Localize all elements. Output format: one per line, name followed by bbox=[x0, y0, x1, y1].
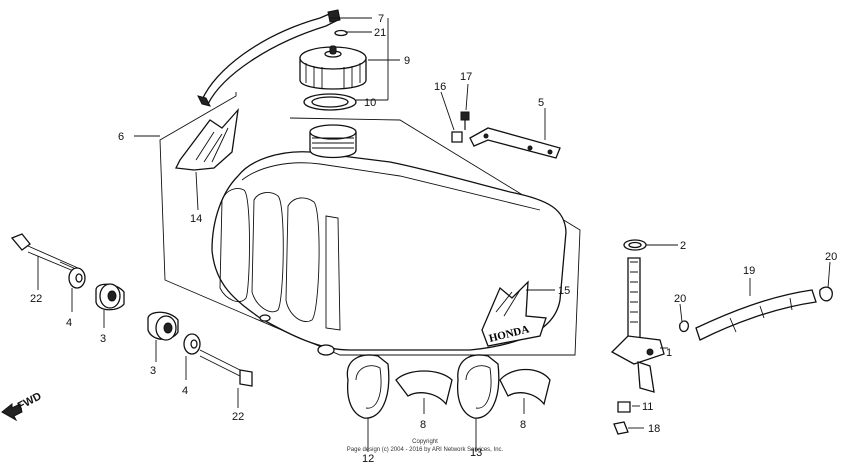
washer-11[interactable] bbox=[617, 401, 631, 413]
callout-20-left: 20 bbox=[674, 293, 686, 305]
callout-9: 9 bbox=[404, 55, 410, 67]
footer-line-2: Page design (c) 2004 - 2016 by ARI Netwo… bbox=[347, 447, 504, 453]
callout-17: 17 bbox=[460, 71, 472, 83]
callout-11: 11 bbox=[642, 401, 653, 413]
callout-15: 15 bbox=[558, 285, 570, 297]
callout-20-right: 20 bbox=[825, 251, 837, 263]
tank-assembly-outline bbox=[159, 92, 581, 356]
footer-line-1: Copyright bbox=[412, 439, 438, 445]
callout-8-left: 8 bbox=[420, 419, 426, 431]
callout-21: 21 bbox=[374, 27, 386, 39]
forward-direction-indicator: FWD bbox=[1, 390, 44, 422]
callout-18: 18 bbox=[648, 423, 660, 435]
callout-6: 6 bbox=[118, 131, 124, 143]
callout-7: 7 bbox=[378, 13, 384, 25]
callout-2: 2 bbox=[680, 240, 686, 252]
tank-bracket[interactable] bbox=[469, 127, 561, 159]
callout-13: 13 bbox=[470, 447, 482, 459]
cushion-3-right[interactable] bbox=[147, 311, 179, 341]
callout-10: 10 bbox=[364, 97, 376, 109]
callout-labels: 7 21 9 10 6 16 17 5 14 22 4 3 3 4 22 15 … bbox=[30, 13, 837, 465]
breather-hose[interactable] bbox=[197, 9, 341, 107]
callout-12: 12 bbox=[362, 453, 374, 465]
leader-lines bbox=[37, 17, 831, 429]
callout-16: 16 bbox=[434, 81, 446, 93]
hose-clip-20-left[interactable] bbox=[679, 320, 690, 333]
callout-5: 5 bbox=[538, 97, 544, 109]
callout-8-right: 8 bbox=[520, 419, 526, 431]
bolt-22-right[interactable] bbox=[199, 349, 253, 387]
o-ring-2[interactable] bbox=[623, 239, 647, 251]
side-emblem[interactable] bbox=[175, 107, 239, 171]
nut-16[interactable] bbox=[451, 131, 463, 143]
bolt-22-left[interactable] bbox=[10, 233, 79, 273]
fuel-hose[interactable] bbox=[695, 289, 817, 341]
band-13[interactable] bbox=[456, 354, 500, 452]
callout-3-right: 3 bbox=[150, 365, 156, 377]
hose-clip-20-right[interactable] bbox=[819, 286, 833, 302]
fuel-cap[interactable] bbox=[299, 45, 367, 90]
callout-4-right: 4 bbox=[182, 385, 188, 397]
forward-label: FWD bbox=[16, 390, 44, 412]
collar-4-right[interactable] bbox=[183, 333, 201, 355]
cap-gasket[interactable] bbox=[303, 93, 357, 111]
hose-clip[interactable] bbox=[334, 29, 348, 37]
pad-8-left[interactable] bbox=[395, 370, 453, 406]
collar-4-left[interactable] bbox=[68, 267, 86, 289]
forward-arrow-icon bbox=[1, 402, 23, 422]
callout-22-left: 22 bbox=[30, 293, 42, 305]
callout-19: 19 bbox=[743, 265, 755, 277]
callout-14: 14 bbox=[190, 213, 202, 225]
bolt-17[interactable] bbox=[460, 111, 470, 130]
fuel-valve[interactable] bbox=[610, 257, 665, 393]
screw-18[interactable] bbox=[613, 421, 629, 435]
callout-1: 1 bbox=[666, 347, 672, 359]
band-12[interactable] bbox=[346, 354, 390, 452]
pad-8-right[interactable] bbox=[499, 368, 551, 406]
copyright-footer: Copyright Page design (c) 2004 - 2016 by… bbox=[347, 439, 504, 453]
callout-22-right: 22 bbox=[232, 411, 244, 423]
tank-emblem[interactable]: HONDA bbox=[481, 280, 547, 347]
callout-3-left: 3 bbox=[100, 333, 106, 345]
cushion-3-left[interactable] bbox=[95, 283, 125, 311]
callout-4-left: 4 bbox=[66, 317, 72, 329]
